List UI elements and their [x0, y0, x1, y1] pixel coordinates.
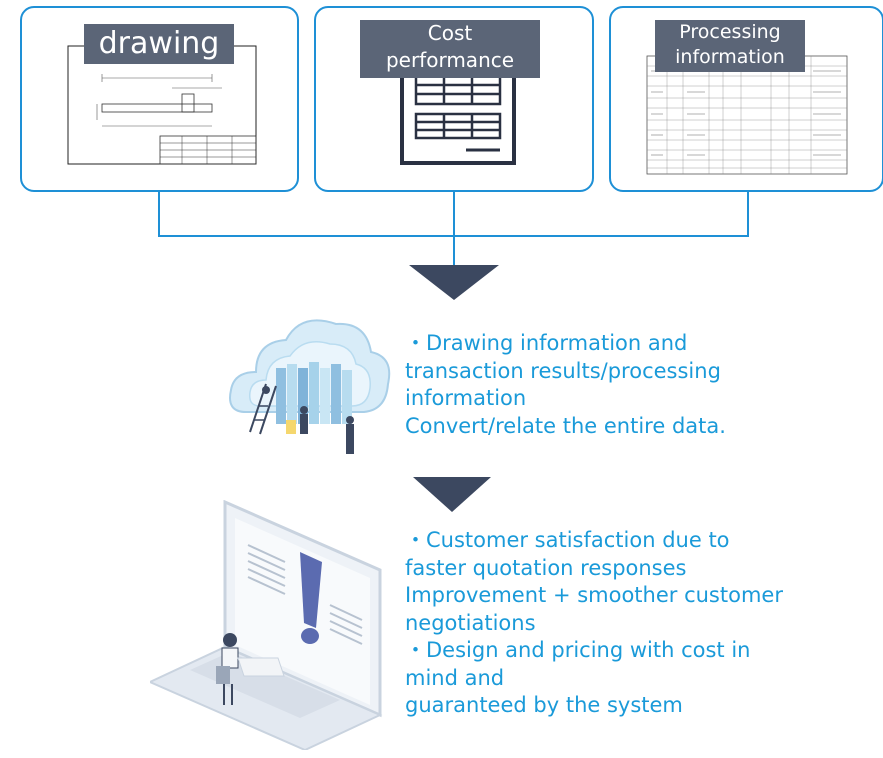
data-table-icon	[646, 55, 848, 175]
text-line: mind and	[405, 665, 505, 690]
down-arrow-icon	[409, 265, 499, 300]
text-line: faster quotation responses	[405, 555, 687, 580]
processing-information-label: Processing information	[655, 20, 805, 72]
connector-lines	[158, 192, 749, 268]
cloud-data-storage-illustration	[229, 319, 391, 454]
drawing-card: drawing	[20, 6, 299, 192]
cost-performance-label: Cost performance	[360, 20, 540, 78]
drawing-label: drawing	[84, 24, 234, 64]
text-line: information	[405, 386, 527, 410]
cost-performance-card: Cost performance	[314, 6, 594, 192]
laptop-alert-illustration	[150, 500, 383, 750]
text-line: ・Design and pricing with cost in	[405, 638, 751, 662]
text-line: Improvement + smoother customer	[405, 583, 783, 607]
down-arrow-icon	[413, 477, 491, 512]
text-line: transaction results/processing	[405, 358, 721, 383]
text-line: ・Customer satisfaction due to	[405, 528, 730, 552]
data-integration-text: ・Drawing information and transaction res…	[405, 330, 726, 440]
text-line: negotiations	[405, 610, 536, 635]
text-line: Convert/relate the entire data.	[405, 413, 726, 438]
text-line: guaranteed by the system	[405, 693, 683, 717]
text-line: ・Drawing information and	[405, 331, 688, 355]
benefits-text: ・Customer satisfaction due to faster quo…	[405, 527, 783, 720]
processing-information-card: Processing information	[609, 6, 883, 192]
